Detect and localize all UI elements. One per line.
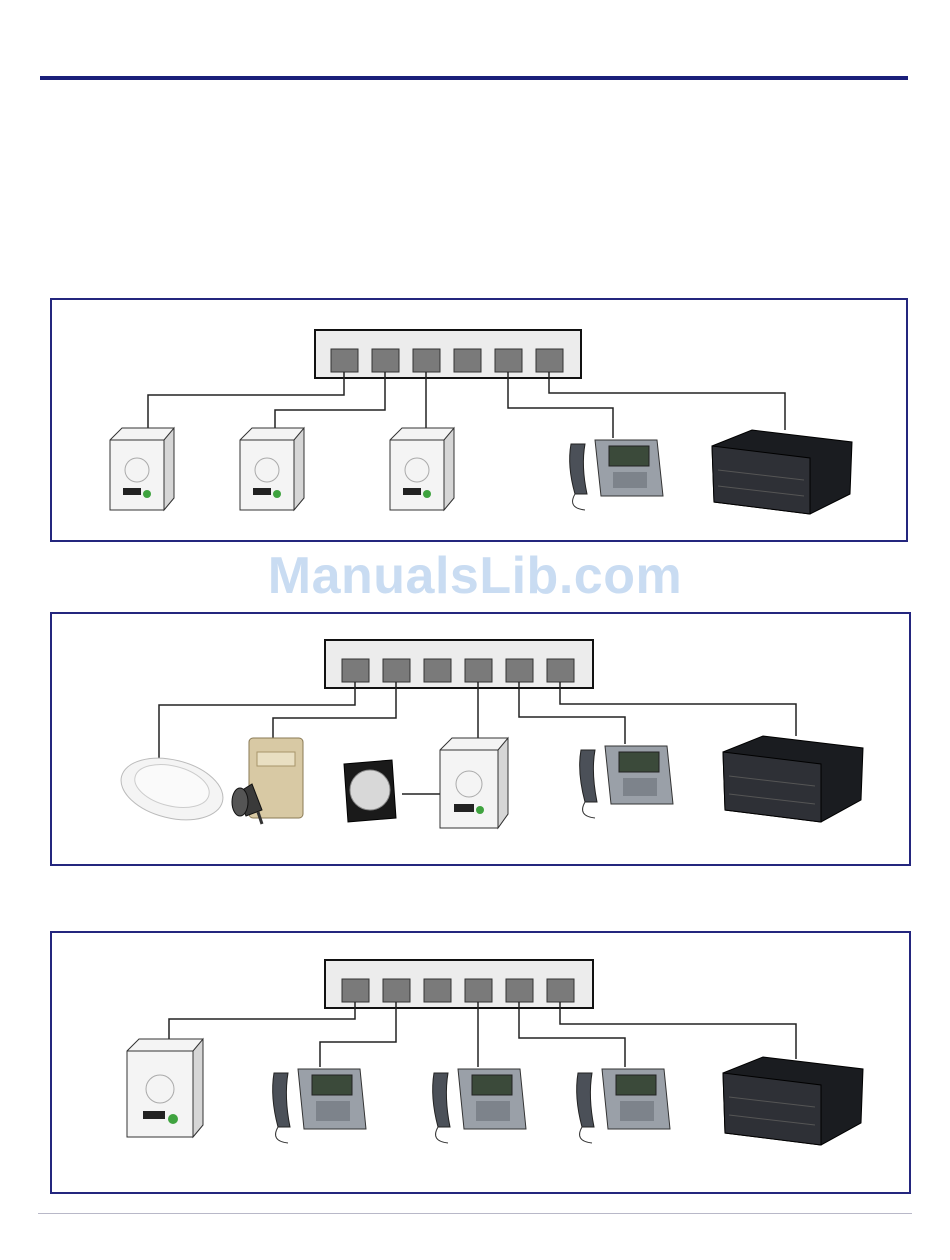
- intercom-icon: [127, 1039, 203, 1137]
- network-switch: [325, 960, 593, 1008]
- switch-port: [465, 659, 492, 682]
- switch-port: [424, 979, 451, 1002]
- switch-port: [342, 659, 369, 682]
- switch-port: [547, 979, 574, 1002]
- ip-phone-icon: [580, 746, 673, 818]
- switch-port: [506, 979, 533, 1002]
- switch-port: [342, 979, 369, 1002]
- switch-port: [547, 659, 574, 682]
- network-cables: [148, 372, 785, 438]
- header-rule: [40, 76, 908, 80]
- footer-rule: [38, 1213, 912, 1214]
- switch-port: [413, 349, 440, 372]
- switch-port: [372, 349, 399, 372]
- switch-port: [454, 349, 481, 372]
- switch-port: [465, 979, 492, 1002]
- network-diagram-2: [50, 612, 911, 866]
- switch-port: [331, 349, 358, 372]
- switch-port: [383, 659, 410, 682]
- ip-phone-icon: [273, 1069, 366, 1143]
- ip-phone-icon: [570, 440, 663, 510]
- strobe-light-icon: [344, 760, 396, 822]
- intercom-icon: [110, 428, 174, 510]
- switch-port: [506, 659, 533, 682]
- switch-port: [424, 659, 451, 682]
- network-diagram-1: [50, 298, 908, 542]
- switch-port: [536, 349, 563, 372]
- network-switch: [315, 330, 581, 378]
- intercom-icon: [440, 738, 508, 828]
- intercom-icon: [240, 428, 304, 510]
- ip-phone-icon: [577, 1069, 670, 1143]
- server-icon: [712, 430, 852, 514]
- server-icon: [723, 1057, 863, 1145]
- server-icon: [723, 736, 863, 822]
- switch-port: [383, 979, 410, 1002]
- intercom-icon: [390, 428, 454, 510]
- network-switch: [325, 640, 593, 688]
- network-diagram-3: [50, 931, 911, 1194]
- ip-phone-icon: [433, 1069, 526, 1143]
- ceiling-speaker-icon: [115, 748, 230, 829]
- switch-port: [495, 349, 522, 372]
- watermark: ManualsLib.com: [0, 546, 950, 606]
- network-cables: [169, 1002, 796, 1067]
